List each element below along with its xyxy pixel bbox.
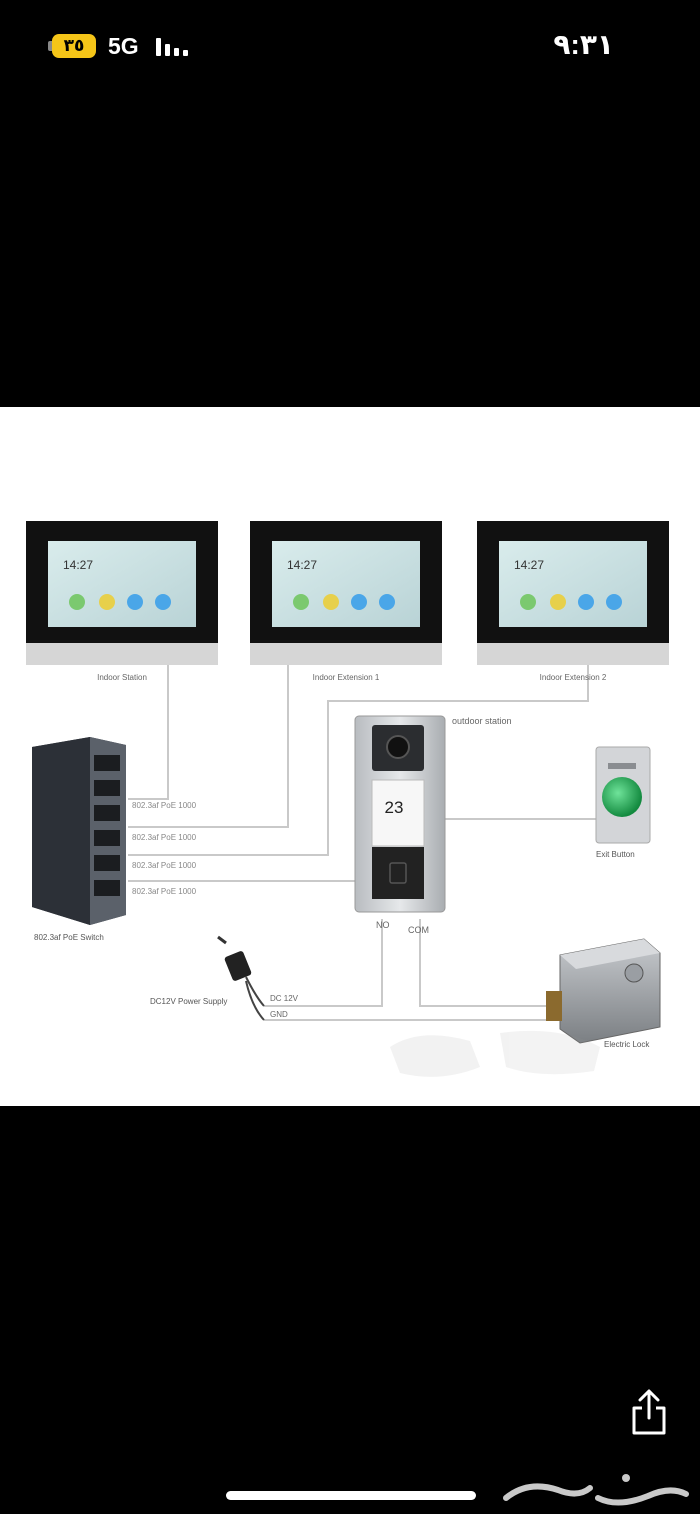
label-indoor-extension-2: Indoor Extension 2 bbox=[540, 673, 607, 682]
signal-icon bbox=[156, 38, 188, 56]
label-outdoor-station: outdoor station bbox=[452, 716, 512, 726]
cable-label-3: 802.3af PoE 1000 bbox=[132, 861, 197, 870]
watermark-logo bbox=[390, 1030, 600, 1077]
status-bar: ٣٥ 5G ٩:٣١ bbox=[0, 0, 700, 90]
home-indicator[interactable] bbox=[226, 1491, 476, 1500]
door-display-number: 23 bbox=[385, 798, 404, 817]
diagram-image[interactable]: 14:27 14:27 14:27 Indoor Station Indoor … bbox=[0, 407, 700, 1106]
share-icon[interactable] bbox=[628, 1388, 670, 1436]
screen-time: 14:27 bbox=[514, 558, 544, 572]
intercom-wiring-diagram: 14:27 14:27 14:27 Indoor Station Indoor … bbox=[26, 521, 669, 1077]
network-type: 5G bbox=[108, 33, 139, 59]
label-poe-switch: 802.3af PoE Switch bbox=[34, 933, 104, 942]
indoor-extension-2: 14:27 bbox=[477, 521, 669, 665]
cable-label-1: 802.3af PoE 1000 bbox=[132, 801, 197, 810]
label-dc12v: DC 12V bbox=[270, 994, 299, 1003]
screen-time: 14:27 bbox=[287, 558, 317, 572]
power-supply bbox=[217, 935, 265, 1021]
label-electric-lock: Electric Lock bbox=[604, 1040, 650, 1049]
label-power-supply: DC12V Power Supply bbox=[150, 997, 227, 1006]
label-exit-button: Exit Button bbox=[596, 850, 635, 859]
status-time: ٩:٣١ bbox=[553, 29, 614, 60]
battery-level: ٣٥ bbox=[63, 36, 85, 55]
label-indoor-station: Indoor Station bbox=[97, 673, 147, 682]
label-indoor-extension-1: Indoor Extension 1 bbox=[313, 673, 380, 682]
wires bbox=[128, 665, 596, 1021]
screen-time: 14:27 bbox=[63, 558, 93, 572]
outdoor-station: 23 bbox=[354, 715, 446, 913]
label-no: NO bbox=[376, 920, 390, 930]
cable-label-2: 802.3af PoE 1000 bbox=[132, 833, 197, 842]
poe-switch bbox=[32, 737, 126, 925]
battery-indicator: ٣٥ bbox=[52, 34, 96, 58]
electric-lock bbox=[546, 938, 661, 1044]
indoor-extension-1: 14:27 bbox=[250, 521, 442, 665]
battery-tip bbox=[48, 41, 52, 51]
indoor-station: 14:27 bbox=[26, 521, 218, 665]
haraj-logo bbox=[503, 1474, 689, 1506]
label-com: COM bbox=[408, 925, 429, 935]
label-gnd: GND bbox=[270, 1010, 288, 1019]
exit-button-device bbox=[595, 746, 651, 844]
cable-label-4: 802.3af PoE 1000 bbox=[132, 887, 197, 896]
